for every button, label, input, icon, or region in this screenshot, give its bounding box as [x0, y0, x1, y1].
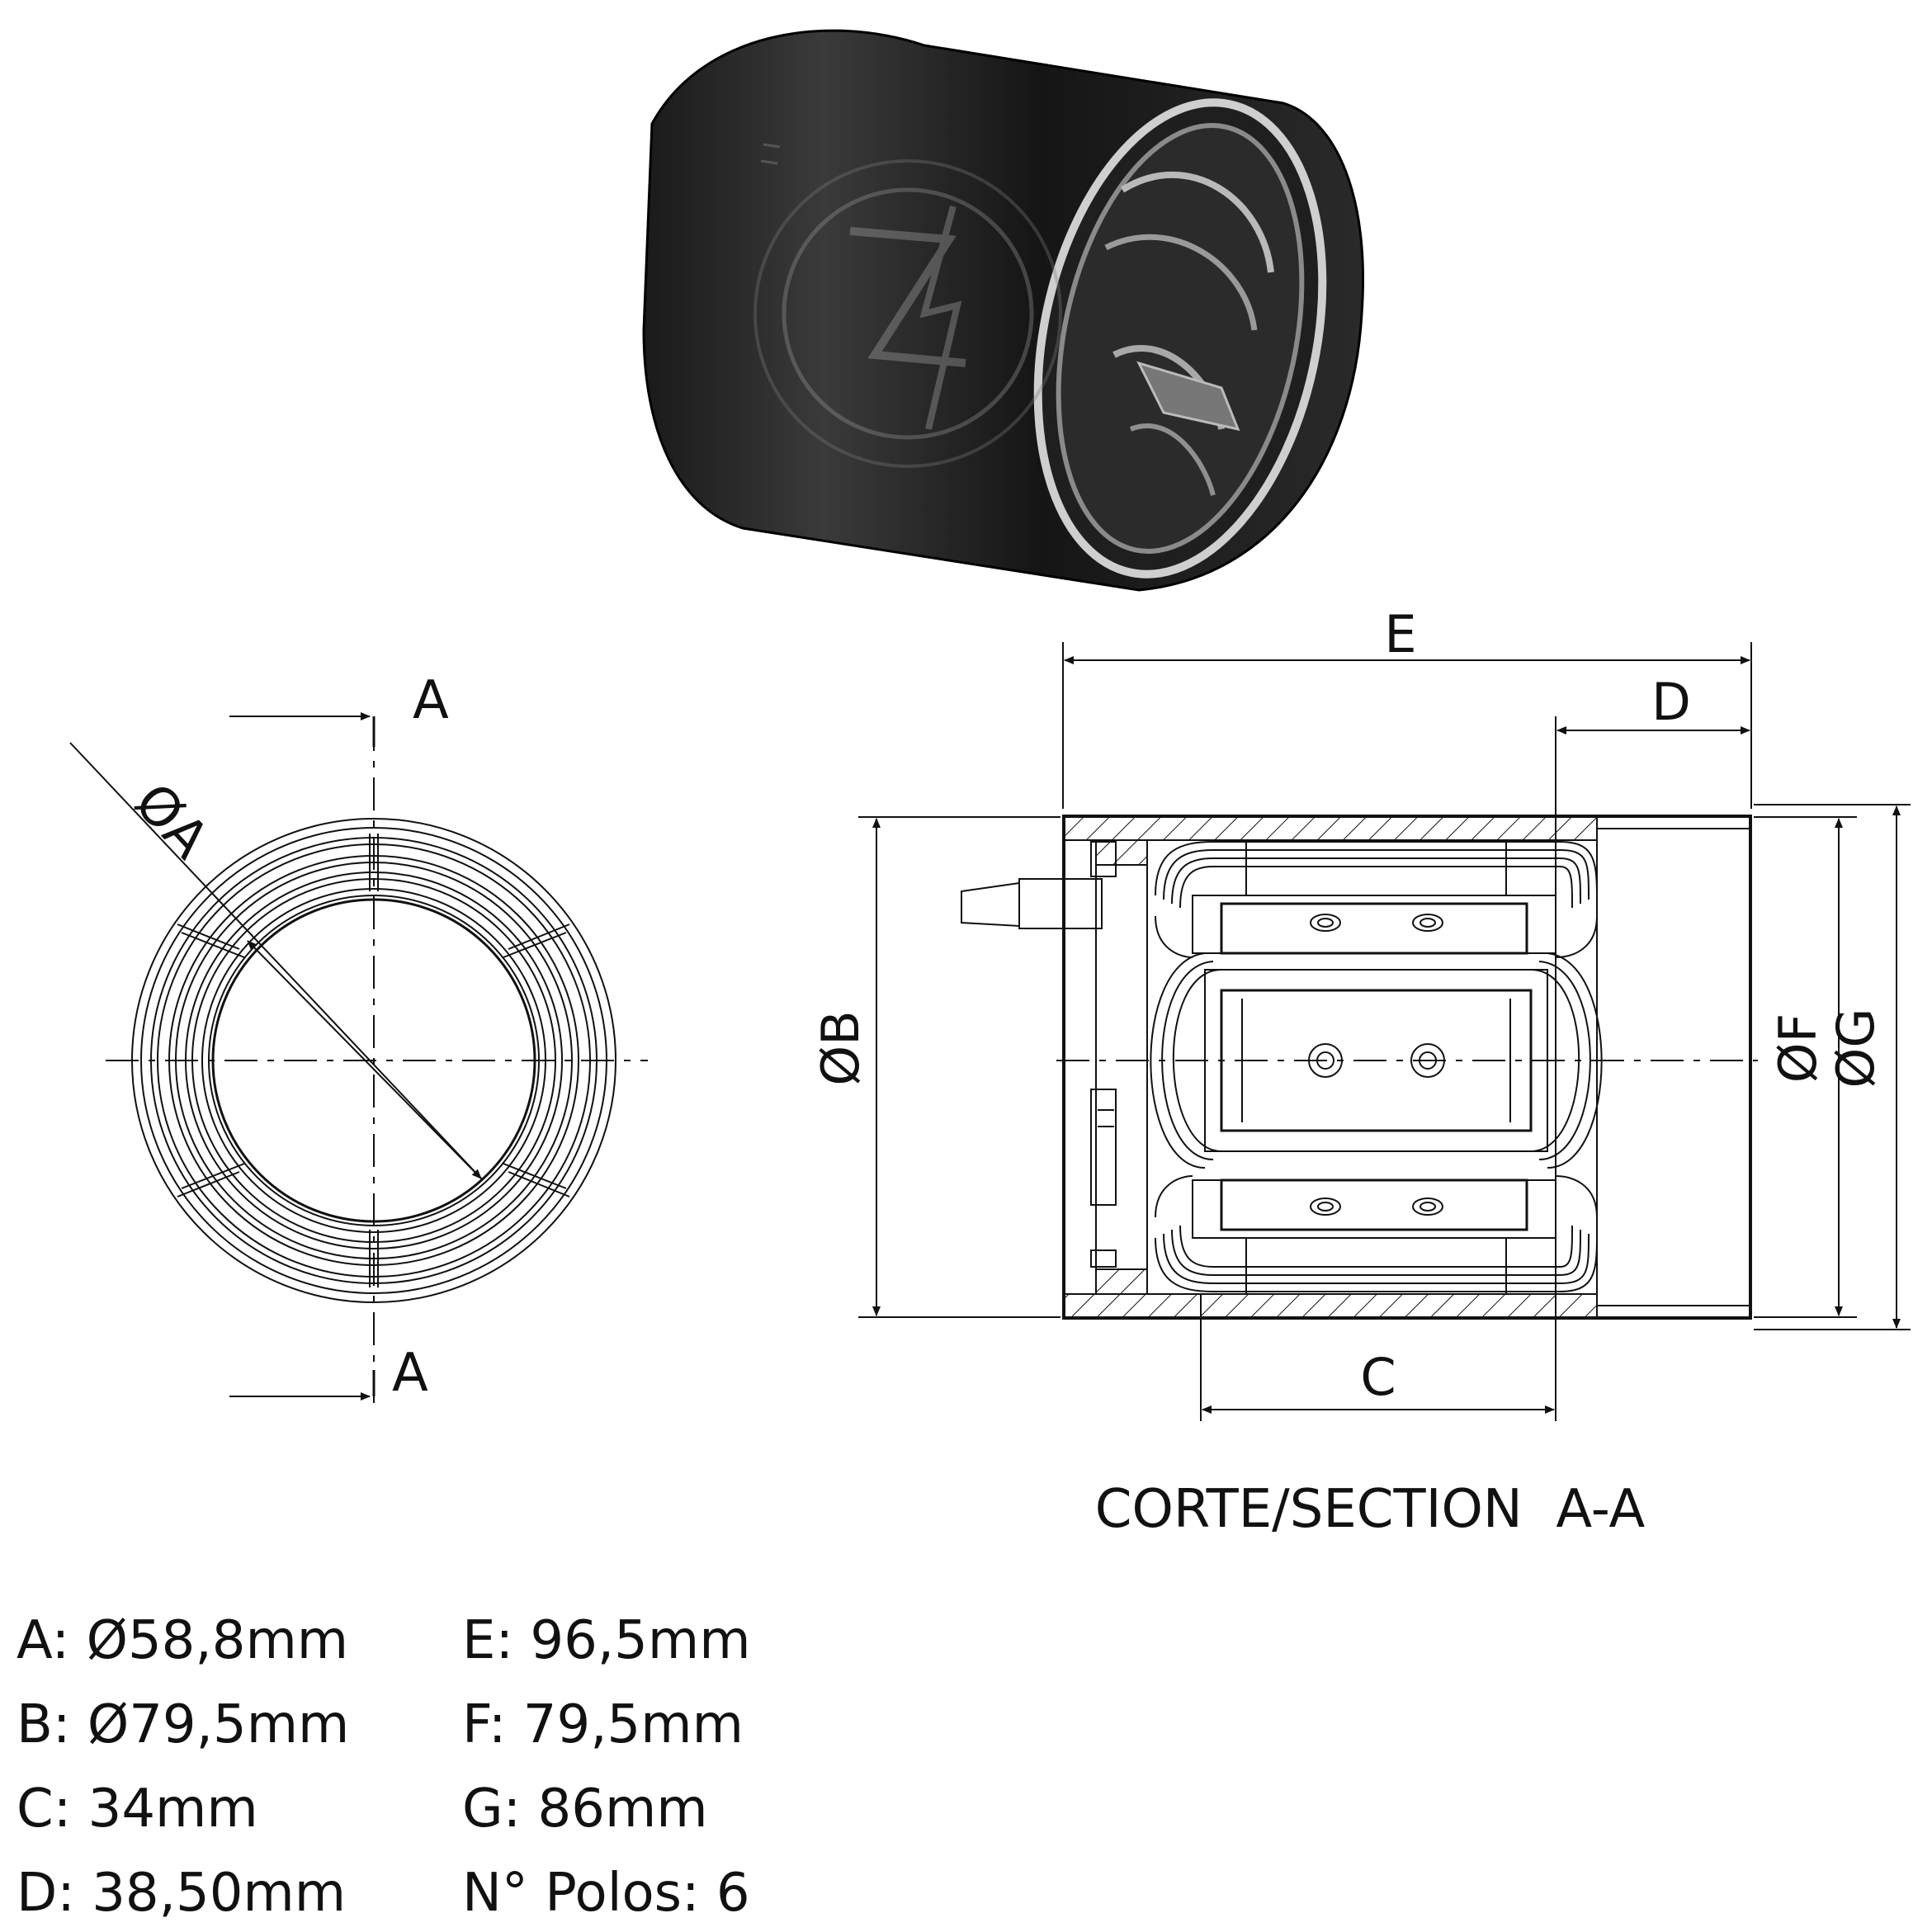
- spec-table: A: Ø58,8mm E: 96,5mm B: Ø79,5mm F: 79,5m…: [17, 1605, 924, 1929]
- dim-e-label: E: [1384, 604, 1416, 664]
- front-view: [69, 712, 648, 1403]
- section-caption: CORTE/SECTION A-A: [1095, 1479, 1646, 1540]
- pole-top: [1155, 841, 1598, 958]
- dim-b-label: ØB: [810, 1010, 871, 1085]
- pole-bottom: [1155, 1175, 1598, 1292]
- spec-b: B: Ø79,5mm: [17, 1694, 350, 1755]
- dim-d-label: D: [1651, 672, 1691, 732]
- logo-text: ZM: [907, 329, 909, 331]
- dim-c-label: C: [1360, 1347, 1396, 1407]
- spec-d: D: 38,50mm: [17, 1863, 347, 1924]
- spec-a: A: Ø58,8mm: [17, 1610, 349, 1671]
- spec-g: G: 86mm: [462, 1778, 708, 1840]
- spec-f: F: 79,5mm: [462, 1694, 744, 1755]
- section-mark-top: A: [413, 670, 449, 731]
- diameter-a-label: ØA: [122, 772, 220, 870]
- dim-f-label: ØF: [1768, 1013, 1828, 1083]
- spec-c: C: 34mm: [17, 1778, 258, 1840]
- brand-logo: ZM: [753, 159, 1062, 468]
- spec-poles: N° Polos: 6: [462, 1863, 750, 1924]
- section-view: [858, 642, 1911, 1421]
- product-photo: ZM: [642, 29, 1365, 592]
- winding-coil-icon: [1104, 172, 1274, 496]
- dim-g-label: ØG: [1826, 1009, 1886, 1089]
- section-mark-bottom: A: [392, 1343, 428, 1404]
- spec-e: E: 96,5mm: [462, 1610, 751, 1671]
